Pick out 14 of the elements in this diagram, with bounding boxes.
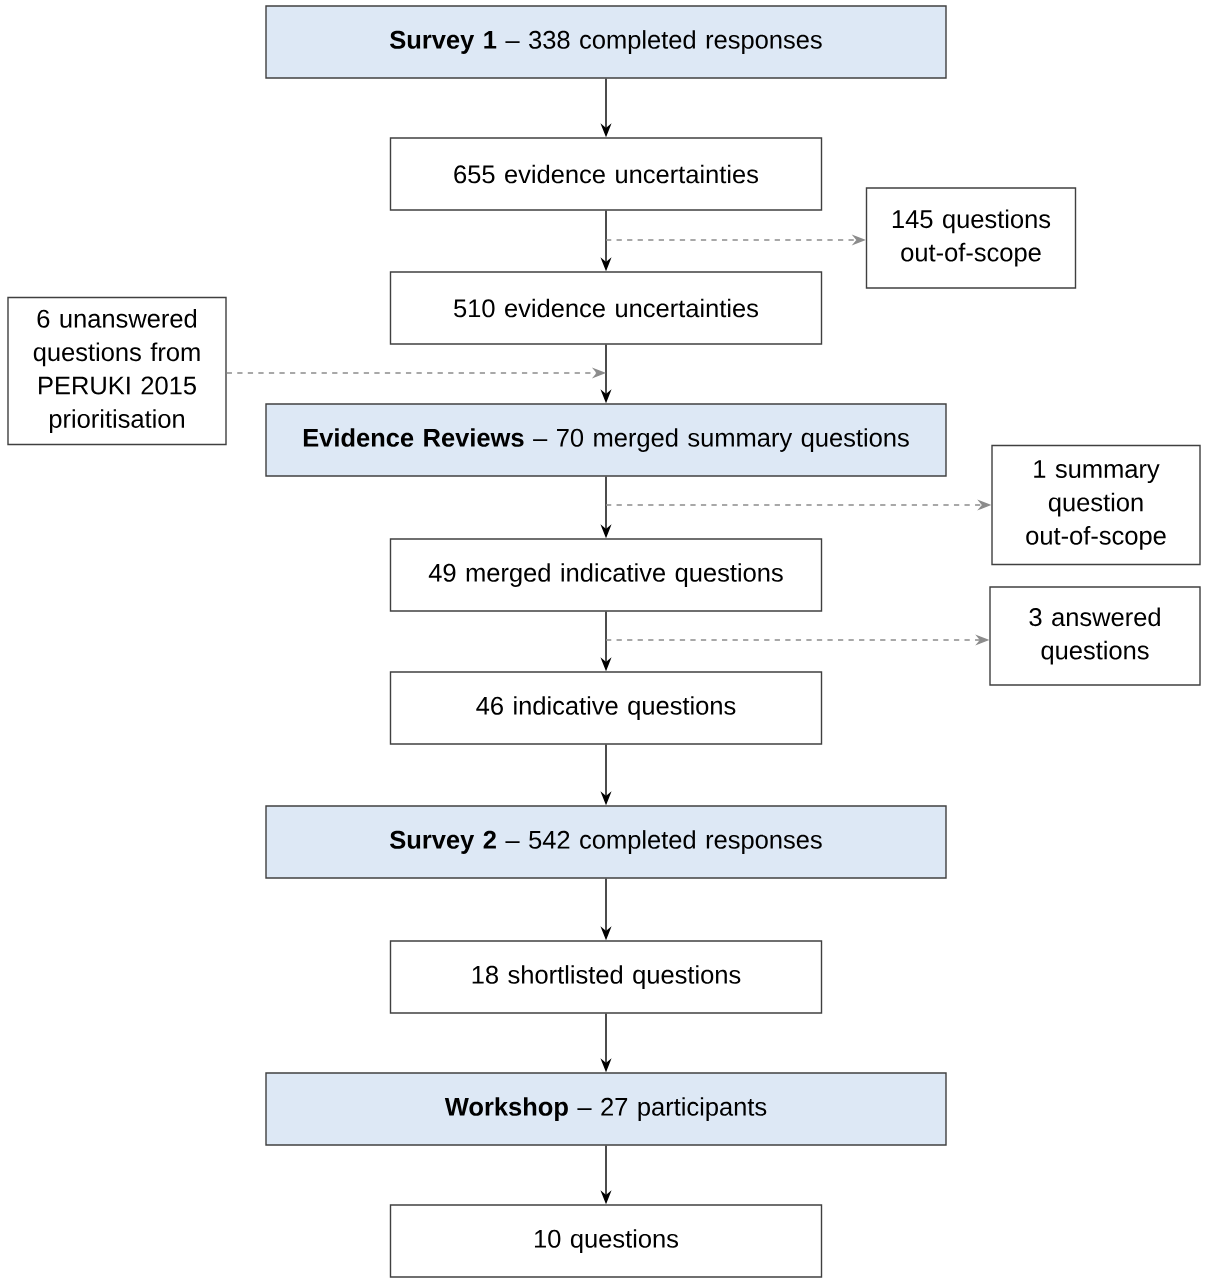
side-box: 3 answered questions: [989, 586, 1201, 686]
stage-box: Survey 1 – 338 completed responses: [265, 5, 947, 79]
process-box: 18 shortlisted questions: [389, 940, 823, 1014]
process-box: 655 evidence uncertainties: [389, 137, 823, 211]
process-box: 46 indicative questions: [389, 671, 823, 745]
stage-box: Evidence Reviews – 70 merged summary questions: [265, 403, 947, 477]
side-box: 1 summary question out-of-scope: [991, 444, 1201, 566]
side-box: 145 questions out-of-scope: [865, 187, 1077, 289]
side-box: 6 unanswered questions from PERUKI 2015 prioritisation: [7, 296, 227, 446]
stage-box: Survey 2 – 542 completed responses: [265, 805, 947, 879]
stage-box: Workshop – 27 participants: [265, 1072, 947, 1146]
process-box: 10 questions: [389, 1204, 823, 1278]
process-box: 49 merged indicative questions: [389, 538, 823, 612]
process-box: 510 evidence uncertainties: [389, 271, 823, 345]
